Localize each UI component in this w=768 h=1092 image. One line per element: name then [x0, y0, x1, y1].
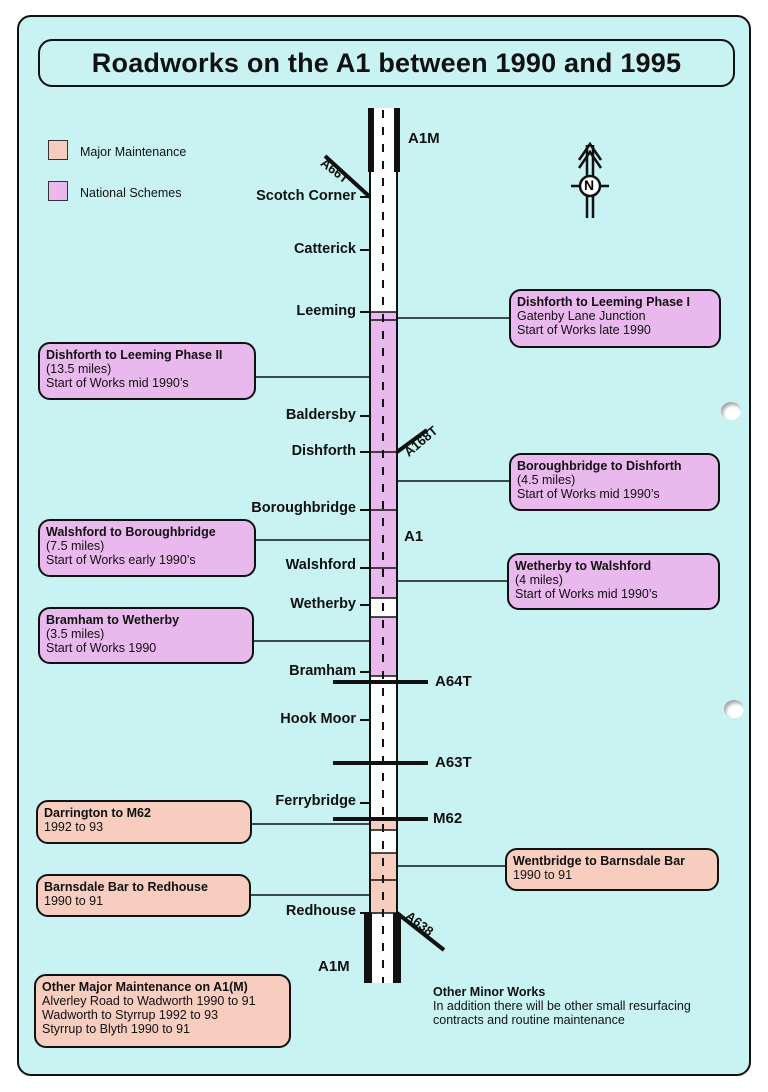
- place-hook-moor: Hook Moor: [280, 711, 356, 727]
- leader-lines: [250, 317, 510, 896]
- scheme-detail: Alverley Road to Wadworth 1990 to 91: [42, 994, 256, 1008]
- scheme-box: Dishforth to Leeming Phase II (13.5 mile…: [38, 342, 256, 400]
- road-a168t: [395, 428, 429, 454]
- scheme-box: Dishforth to Leeming Phase I Gatenby Lan…: [509, 289, 721, 348]
- scheme-detail: Start of Works mid 1990’s: [46, 376, 189, 390]
- minor-works-line: In addition there will be other small re…: [433, 999, 691, 1013]
- scheme-detail: (4.5 miles): [517, 473, 576, 487]
- north-arrow-icon: [571, 141, 609, 218]
- place-scotch-corner: Scotch Corner: [256, 188, 356, 204]
- scheme-box: Wentbridge to Barnsdale Bar 1990 to 91: [505, 848, 719, 891]
- legend-swatch-major-maintenance: [48, 140, 68, 160]
- scheme-detail: Start of Works late 1990: [517, 323, 651, 337]
- scheme-detail: (3.5 miles): [46, 627, 105, 641]
- scheme-title: Darrington to M62: [44, 806, 151, 820]
- place-ferrybridge: Ferrybridge: [275, 793, 356, 809]
- scheme-title: Boroughbridge to Dishforth: [517, 459, 682, 473]
- scheme-title: Barnsdale Bar to Redhouse: [44, 880, 208, 894]
- road-label-a64t: A64T: [435, 673, 472, 690]
- place-catterick: Catterick: [293, 241, 356, 257]
- scheme-box: Walshford to Boroughbridge (7.5 miles) S…: [38, 519, 256, 577]
- scheme-title: Dishforth to Leeming Phase II: [46, 348, 223, 362]
- scheme-detail: Start of Works early 1990’s: [46, 553, 196, 567]
- scheme-detail: (7.5 miles): [46, 539, 105, 553]
- scheme-detail: Gatenby Lane Junction: [517, 309, 646, 323]
- minor-works-line: contracts and routine maintenance: [433, 1013, 625, 1027]
- road-segments: [370, 108, 397, 983]
- place-dishforth: Dishforth: [291, 443, 356, 459]
- road-label-a1m-top: A1M: [408, 130, 440, 147]
- scheme-title: Wentbridge to Barnsdale Bar: [513, 854, 686, 868]
- place-leeming: Leeming: [296, 303, 356, 319]
- place-ticks: [360, 196, 370, 914]
- scheme-detail: (13.5 miles): [46, 362, 112, 376]
- scheme-box: Barnsdale Bar to Redhouse 1990 to 91: [36, 874, 251, 917]
- scheme-detail: Start of Works mid 1990’s: [515, 587, 658, 601]
- place-wetherby: Wetherby: [290, 596, 356, 612]
- place-baldersby: Baldersby: [285, 407, 356, 423]
- scheme-detail: Start of Works 1990: [46, 641, 157, 655]
- scheme-box: Wetherby to Walshford (4 miles) Start of…: [507, 553, 720, 610]
- motorway-edge-top-right: [394, 108, 400, 172]
- binder-hole: [721, 402, 741, 420]
- scheme-title: Other Major Maintenance on A1(M): [42, 980, 248, 994]
- place-redhouse: Redhouse: [285, 903, 356, 919]
- scheme-detail: Start of Works mid 1990’s: [517, 487, 660, 501]
- crossing-roads: [323, 154, 446, 952]
- compass-north-label: N: [584, 177, 595, 193]
- scheme-box-other-major-maintenance: Other Major Maintenance on A1(M) Alverle…: [34, 974, 291, 1048]
- motorway-edge-bottom-right: [393, 913, 401, 983]
- scheme-box: Bramham to Wetherby (3.5 miles) Start of…: [38, 607, 254, 664]
- scheme-box: Boroughbridge to Dishforth (4.5 miles) S…: [509, 453, 720, 511]
- place-boroughbridge: Boroughbridge: [251, 500, 356, 516]
- scheme-detail: 1992 to 93: [44, 820, 104, 834]
- legend-label-major-maintenance: Major Maintenance: [80, 145, 187, 159]
- legend-label-national-schemes: National Schemes: [80, 186, 182, 200]
- motorway-edge-bottom-left: [364, 913, 372, 983]
- place-bramham: Bramham: [289, 663, 356, 679]
- legend-swatch-national-schemes: [48, 181, 68, 201]
- scheme-detail: 1990 to 91: [513, 868, 573, 882]
- road-label-a1m-bottom: A1M: [318, 958, 350, 975]
- road-a638: [395, 911, 446, 952]
- road-segment-white: [370, 108, 397, 312]
- scheme-title: Dishforth to Leeming Phase I: [517, 295, 690, 309]
- scheme-detail: (4 miles): [515, 573, 563, 587]
- road-label-m62: M62: [433, 810, 463, 827]
- road-label-a1: A1: [404, 528, 424, 545]
- road-a66t: [323, 154, 372, 199]
- scheme-detail: Styrrup to Blyth 1990 to 91: [42, 1022, 191, 1036]
- scheme-title: Wetherby to Walshford: [515, 559, 652, 573]
- scheme-title: Bramham to Wetherby: [46, 613, 180, 627]
- motorway-edge-top-left: [368, 108, 374, 172]
- scheme-detail: Wadworth to Styrrup 1992 to 93: [42, 1008, 219, 1022]
- scheme-box: Darrington to M62 1992 to 93: [36, 800, 252, 844]
- place-walshford: Walshford: [285, 557, 356, 573]
- minor-works-title: Other Minor Works: [433, 985, 546, 999]
- scheme-detail: 1990 to 91: [44, 894, 104, 908]
- road-label-a63t: A63T: [435, 754, 472, 771]
- scheme-title: Walshford to Boroughbridge: [46, 525, 216, 539]
- title-box: Roadworks on the A1 between 1990 and 199…: [38, 39, 735, 87]
- minor-works-note: Other Minor Works In addition there will…: [433, 985, 691, 1027]
- page-title: Roadworks on the A1 between 1990 and 199…: [91, 47, 682, 78]
- binder-hole: [724, 700, 744, 718]
